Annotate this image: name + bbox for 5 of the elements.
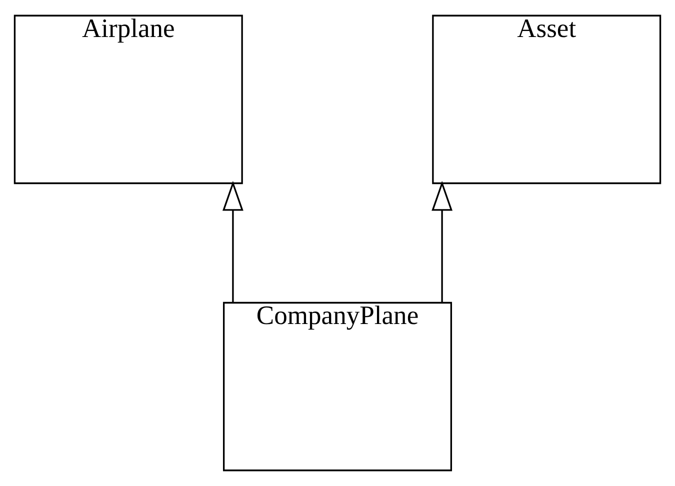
node-box: CompanyPlane: [222, 302, 452, 472]
node-box: Airplane: [14, 14, 243, 184]
node-box: Asset: [432, 14, 662, 184]
arrow: [222, 180, 244, 303]
arrow: [432, 180, 453, 303]
